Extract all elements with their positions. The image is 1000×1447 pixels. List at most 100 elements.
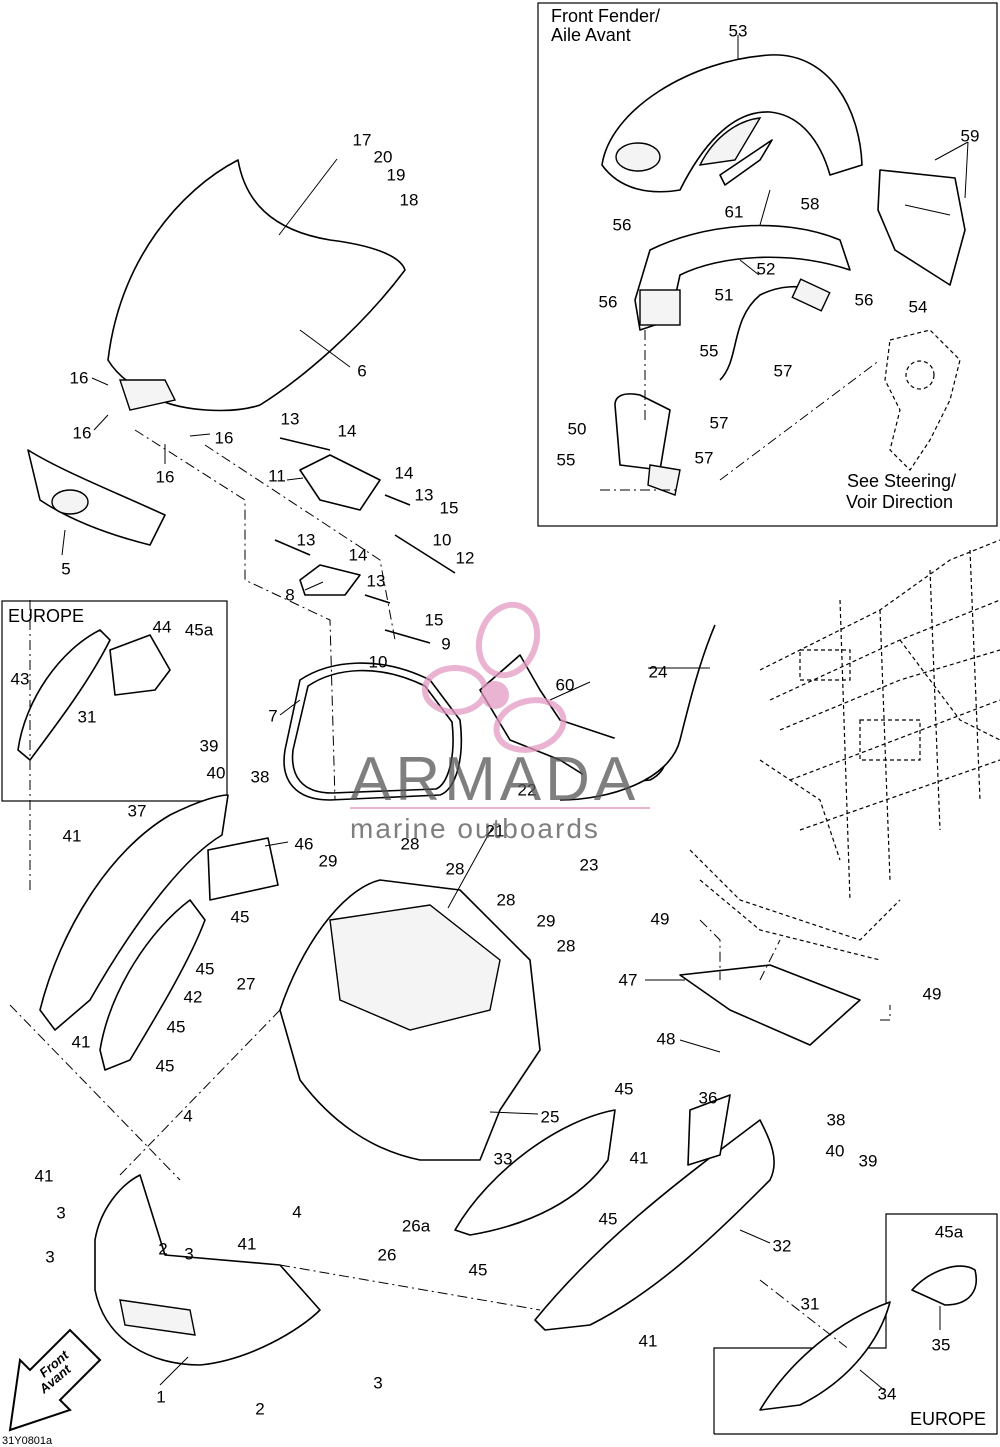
callout-16: 16: [73, 423, 92, 442]
fender-bracket-52: [634, 224, 851, 331]
callout-35: 35: [932, 1335, 951, 1354]
callout-41: 41: [630, 1148, 649, 1167]
callout-29: 29: [537, 911, 556, 930]
callout-45: 45: [469, 1260, 488, 1279]
windshield-6: [107, 159, 406, 412]
skid-plate-47: [679, 964, 861, 1046]
callout-51: 51: [715, 285, 734, 304]
headlight-bezel-5: [27, 449, 166, 546]
callout-15: 15: [425, 610, 444, 629]
callout-59: 59: [961, 126, 980, 145]
storage-tub-25: [279, 879, 541, 1161]
callout-24: 24: [649, 662, 668, 681]
callout-41: 41: [238, 1234, 257, 1253]
callout-3: 3: [373, 1373, 382, 1392]
lead-lines: [61, 35, 969, 1391]
callout-29: 29: [319, 851, 338, 870]
callout-49: 49: [651, 909, 670, 928]
assembly-dashed-lines: [9, 330, 891, 1351]
front-fender-inset: Front Fender/ Aile Avant See Steering/ V…: [537, 2, 998, 527]
callout-7: 7: [268, 706, 277, 725]
callout-54: 54: [909, 297, 928, 316]
front-fender-title-line2: Aile Avant: [551, 25, 631, 45]
callout-58: 58: [801, 194, 820, 213]
fender-support-bar-51: [719, 278, 831, 381]
see-steering-line1: See Steering/: [847, 471, 956, 491]
callout-45: 45: [599, 1209, 618, 1228]
support-bracket-11: [299, 454, 381, 511]
callout-55: 55: [557, 450, 576, 469]
europe-left-inset: EUROPE: [1, 600, 228, 802]
callout-16: 16: [156, 467, 175, 486]
callout-20: 20: [374, 147, 393, 166]
figure-code: 31Y0801a: [2, 1435, 53, 1447]
callout-32: 32: [773, 1236, 792, 1255]
callout-14: 14: [349, 545, 368, 564]
callout-45a: 45a: [935, 1222, 964, 1241]
callout-27: 27: [237, 974, 256, 993]
callout-41: 41: [72, 1032, 91, 1051]
front-fender-title-line1: Front Fender/: [551, 6, 660, 26]
europe-left-label: EUROPE: [8, 606, 84, 626]
callout-14: 14: [395, 463, 414, 482]
callout-60: 60: [556, 675, 575, 694]
callout-5: 5: [61, 559, 70, 578]
callout-50: 50: [568, 419, 587, 438]
callout-13: 13: [415, 485, 434, 504]
callout-28: 28: [401, 834, 420, 853]
watermark-tagline: marine outboards: [350, 813, 600, 844]
callout-13: 13: [297, 530, 316, 549]
europe-light-35: [911, 1265, 977, 1306]
callout-28: 28: [557, 936, 576, 955]
side-panel-32: [534, 1119, 775, 1331]
callout-28: 28: [446, 859, 465, 878]
callout-45: 45: [167, 1017, 186, 1036]
callout-61: 61: [725, 202, 744, 221]
front-fender-53: [601, 54, 863, 193]
callout-44: 44: [153, 617, 172, 636]
callout-13: 13: [367, 571, 386, 590]
callout-56: 56: [855, 290, 874, 309]
callout-45: 45: [615, 1079, 634, 1098]
callout-57: 57: [695, 448, 714, 467]
callout-26: 26: [378, 1245, 397, 1264]
callout-31: 31: [801, 1294, 820, 1313]
callout-16: 16: [70, 368, 89, 387]
callout-39: 39: [200, 736, 219, 755]
support-bracket-8: [299, 564, 361, 596]
callout-6: 6: [357, 361, 366, 380]
callout-16: 16: [215, 428, 234, 447]
callout-41: 41: [35, 1166, 54, 1185]
fender-insert-61: [719, 139, 773, 186]
callout-34: 34: [878, 1384, 897, 1403]
europe-right-label: EUROPE: [910, 1409, 986, 1429]
vehicle-frame-reference: [689, 329, 1000, 961]
callout-48: 48: [657, 1029, 676, 1048]
callout-40: 40: [207, 763, 226, 782]
callout-45: 45: [156, 1056, 175, 1075]
europe-panel-43: [17, 629, 111, 761]
front-bumper-1: [94, 1174, 321, 1366]
propeller-logo-icon: [422, 601, 567, 753]
callout-25: 25: [541, 1107, 560, 1126]
watermark-brand: ARMADA: [350, 745, 639, 814]
callout-46: 46: [295, 834, 314, 853]
callout-38: 38: [251, 767, 270, 786]
callout-10: 10: [433, 530, 452, 549]
callout-13: 13: [281, 409, 300, 428]
callout-41: 41: [639, 1331, 658, 1350]
callout-31: 31: [78, 707, 97, 726]
callout-37: 37: [128, 801, 147, 820]
callout-4: 4: [292, 1202, 301, 1221]
side-panel-42: [99, 899, 206, 1071]
callout-41: 41: [63, 826, 82, 845]
callout-45: 45: [196, 959, 215, 978]
callout-9: 9: [441, 634, 450, 653]
callout-3: 3: [184, 1244, 193, 1263]
callout-1: 1: [156, 1387, 165, 1406]
callout-45: 45: [231, 907, 250, 926]
vent-grill-46: [207, 837, 279, 901]
callout-18: 18: [400, 190, 419, 209]
